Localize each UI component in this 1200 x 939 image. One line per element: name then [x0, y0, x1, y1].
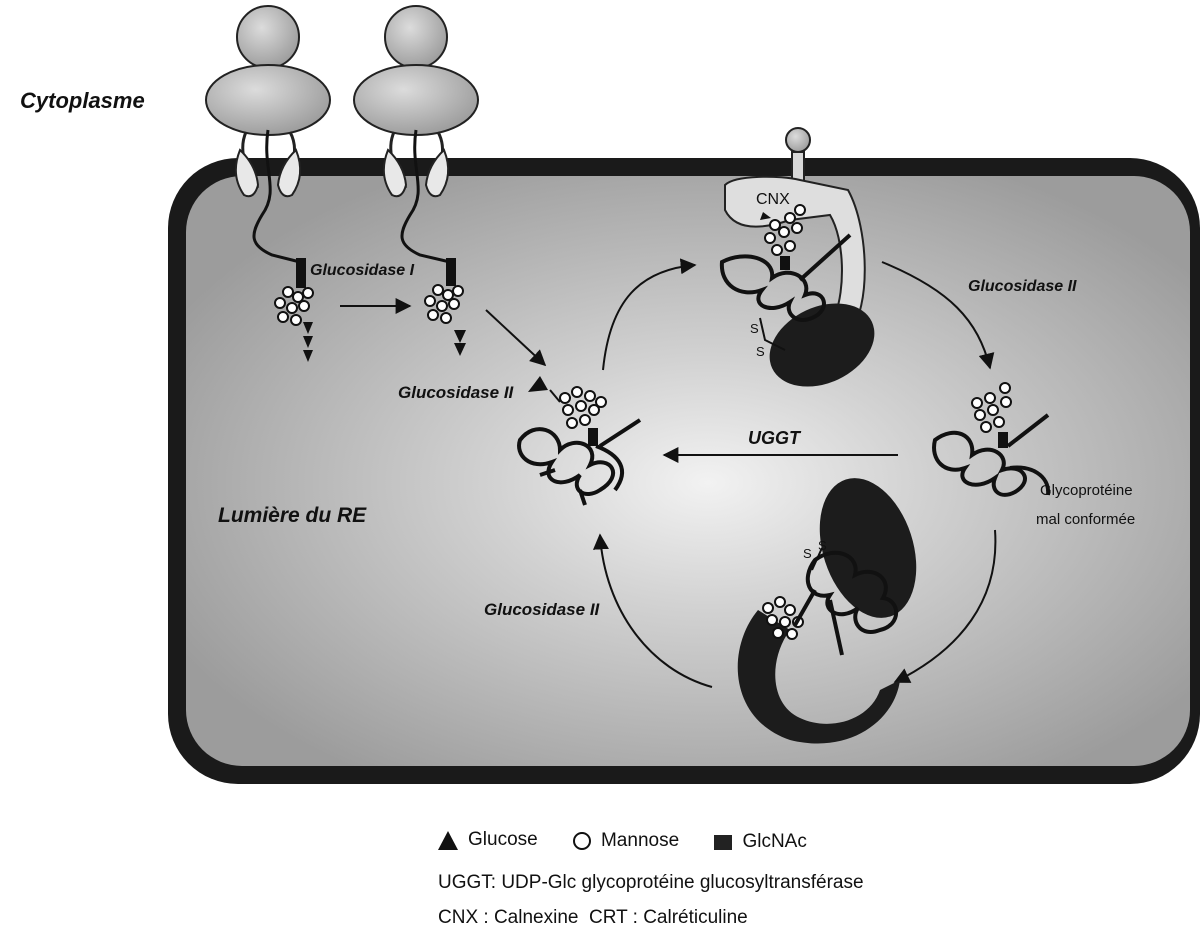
legend-mannose: Mannose: [573, 830, 679, 852]
legend-glucose: Glucose: [438, 829, 538, 851]
legend-glucose-label: Glucose: [468, 829, 538, 851]
glucosidase-i-label: Glucosidase I: [310, 262, 415, 279]
disulfide-s-label: S: [750, 321, 759, 336]
ribosome-large-subunit: [354, 65, 478, 135]
disulfide-s-label: S: [818, 538, 827, 553]
legend-mannose-label: Mannose: [601, 830, 679, 852]
glucosidase-ii-label-center: Glucosidase II: [398, 383, 515, 402]
misfolded-label-line1: Glycoprotéine: [1040, 482, 1133, 499]
legend-symbols: Glucose Mannose GlcNAc: [438, 829, 837, 856]
ribosome-small-subunit: [237, 6, 299, 68]
legend-glcnac: GlcNAc: [714, 831, 806, 853]
legend-glcnac-label: GlcNAc: [742, 831, 806, 853]
glucose-triangle-icon: [438, 831, 458, 850]
cytoplasme-label: Cytoplasme: [20, 88, 145, 113]
glcnac-square-icon: [714, 835, 732, 850]
glucosidase-ii-label-top: Glucosidase II: [968, 278, 1077, 295]
disulfide-s-label: S: [803, 546, 812, 561]
mannose-circle-icon: [573, 832, 591, 850]
misfolded-label-line2: mal conformée: [1036, 511, 1135, 528]
legend-uggt-definition: UGGT: UDP-Glc glycoprotéine glucosyltran…: [438, 872, 864, 894]
cnx-label: CNX: [756, 191, 790, 208]
glucosidase-ii-label-bottom: Glucosidase II: [484, 600, 601, 619]
ribosome-large-subunit: [206, 65, 330, 135]
legend-cnx-crt-definition: CNX : Calnexine CRT : Calréticuline: [438, 907, 748, 929]
ribosome-small-subunit: [385, 6, 447, 68]
uggt-label: UGGT: [748, 428, 802, 448]
lumiere-label: Lumière du RE: [218, 504, 367, 527]
disulfide-s-label: S: [756, 344, 765, 359]
